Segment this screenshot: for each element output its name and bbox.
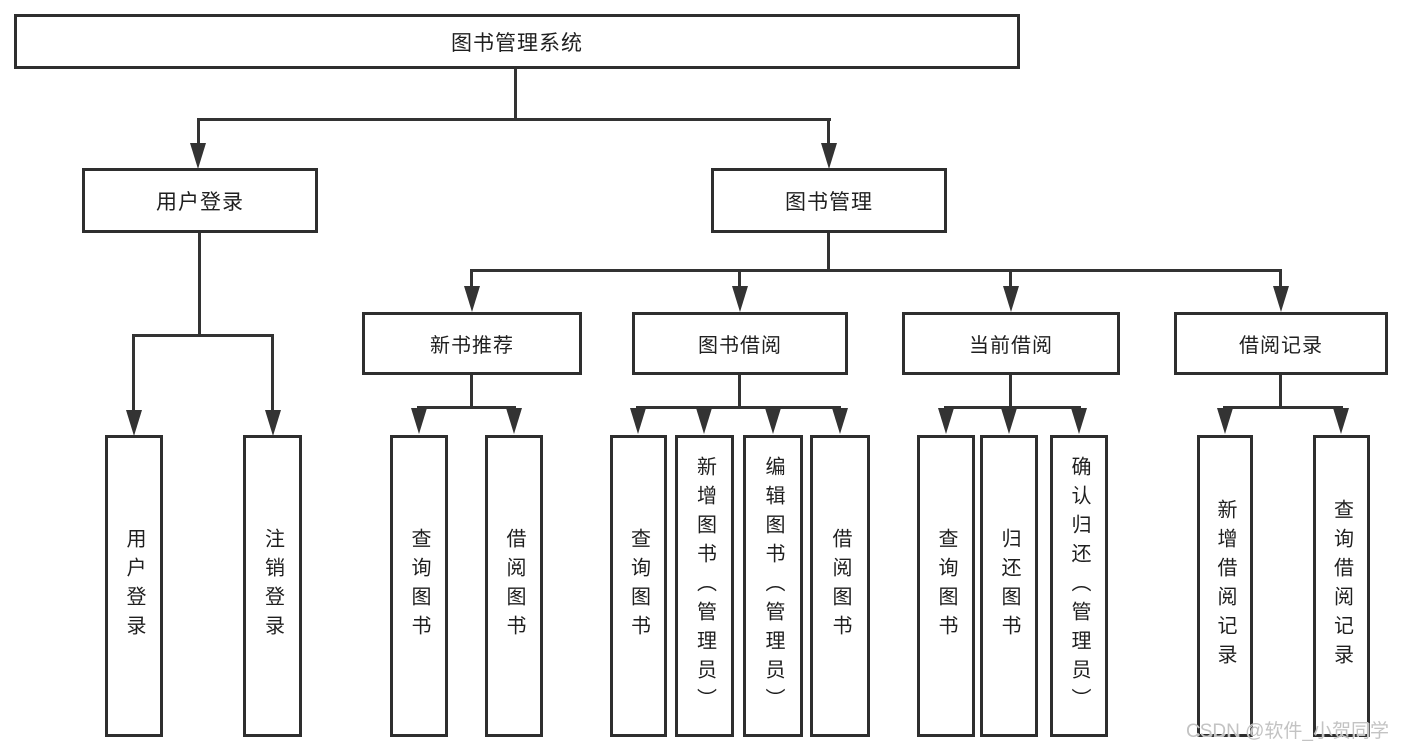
arrow-to-new-book-recommend [464,286,480,312]
connector-newbooks-vline [470,375,473,408]
node-book-borrow: 图书借阅 [632,312,848,375]
node-borrow-records: 借阅记录 [1174,312,1388,375]
node-user-login-label: 用户登录 [156,190,244,214]
connector-records-vline [1279,375,1282,408]
connector-root-hline [197,118,831,121]
arrow-bookborrow-borrow [832,408,848,434]
leaf-currentborrow-return-label: 归还图书 [998,528,1020,644]
arrow-to-current-borrow [1003,286,1019,312]
node-book-management-label: 图书管理 [785,190,873,214]
connector-bookmgmt-stem-3 [1009,269,1012,289]
arrow-newbooks-borrow [506,408,522,434]
arrow-currentborrow-confirm [1071,408,1087,434]
node-new-book-recommend: 新书推荐 [362,312,582,375]
leaf-bookborrow-borrow-label: 借阅图书 [829,528,851,644]
leaf-bookborrow-add-admin-label: 新增图书（管理员） [693,455,716,717]
leaf-user-login-label: 用户登录 [123,528,145,644]
leaf-newbooks-query: 查询图书 [390,435,448,737]
connector-bookmgmt-stem-4 [1279,269,1282,289]
leaf-records-query: 查询借阅记录 [1313,435,1370,737]
leaf-bookborrow-add-admin: 新增图书（管理员） [675,435,734,737]
leaf-bookborrow-query-label: 查询图书 [627,528,650,644]
arrow-to-leaf-logout [265,410,281,436]
leaf-currentborrow-confirm-admin-label: 确认归还（管理员） [1068,455,1090,717]
connector-currentborrow-hline [944,406,1081,409]
arrow-currentborrow-return [1001,408,1017,434]
node-current-borrow-label: 当前借阅 [969,335,1053,357]
arrow-bookborrow-query [630,408,646,434]
leaf-currentborrow-query: 查询图书 [917,435,975,737]
connector-bookmgmt-stem-2 [738,269,741,289]
connector-bookmgmt-vline [827,233,830,272]
leaf-bookborrow-borrow: 借阅图书 [810,435,870,737]
connector-root-stem-right [827,118,830,148]
node-borrow-records-label: 借阅记录 [1239,335,1323,357]
leaf-logout-label: 注销登录 [261,528,284,644]
connector-userlogin-stem-right [271,334,274,412]
leaf-records-add: 新增借阅记录 [1197,435,1253,737]
connector-userlogin-hline [132,334,274,337]
node-book-borrow-label: 图书借阅 [698,335,782,357]
leaf-records-add-label: 新增借阅记录 [1214,499,1236,673]
leaf-logout: 注销登录 [243,435,302,737]
connector-currentborrow-vline [1009,375,1012,408]
node-system-root-label: 图书管理系统 [451,31,583,55]
leaf-newbooks-borrow: 借阅图书 [485,435,543,737]
leaf-records-query-label: 查询借阅记录 [1330,499,1353,673]
connector-root-vline [514,69,517,120]
connector-bookborrow-vline [738,375,741,408]
arrow-to-book-borrow [732,286,748,312]
connector-userlogin-stem-left [132,334,135,412]
arrow-bookborrow-edit [765,408,781,434]
node-current-borrow: 当前借阅 [902,312,1120,375]
node-new-book-recommend-label: 新书推荐 [430,335,514,357]
leaf-currentborrow-return: 归还图书 [980,435,1038,737]
connector-newbooks-hline [417,406,516,409]
arrow-to-user-login [190,143,206,169]
arrow-to-borrow-records [1273,286,1289,312]
arrow-bookborrow-add [696,408,712,434]
connector-userlogin-vline [198,233,201,336]
connector-bookmgmt-stem-1 [470,269,473,289]
node-system-root: 图书管理系统 [14,14,1020,69]
leaf-newbooks-borrow-label: 借阅图书 [503,528,525,644]
arrow-records-query [1333,408,1349,434]
arrow-currentborrow-query [938,408,954,434]
connector-records-hline [1223,406,1343,409]
leaf-currentborrow-query-label: 查询图书 [935,528,957,644]
connector-bookmgmt-hline [470,269,1282,272]
connector-bookborrow-hline [636,406,841,409]
leaf-bookborrow-edit-admin: 编辑图书（管理员） [743,435,803,737]
arrow-to-book-management [821,143,837,169]
arrow-to-leaf-user-login [126,410,142,436]
csdn-watermark: CSDN @软件_小贺同学 [1186,721,1389,742]
leaf-newbooks-query-label: 查询图书 [408,528,430,644]
arrow-records-add [1217,408,1233,434]
node-user-login: 用户登录 [82,168,318,233]
node-book-management: 图书管理 [711,168,947,233]
leaf-user-login: 用户登录 [105,435,163,737]
leaf-bookborrow-query: 查询图书 [610,435,667,737]
leaf-currentborrow-confirm-admin: 确认归还（管理员） [1050,435,1108,737]
arrow-newbooks-query [411,408,427,434]
leaf-bookborrow-edit-admin-label: 编辑图书（管理员） [762,455,784,717]
connector-root-stem-left [197,118,200,148]
